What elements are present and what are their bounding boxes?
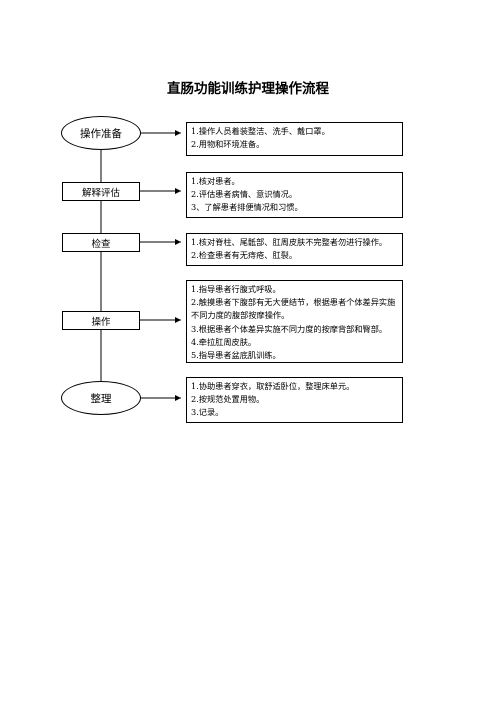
- step-5-node: 整理: [61, 381, 141, 415]
- step-3-node: 检查: [62, 233, 140, 252]
- step-2-detail-2: 2.评估患者病情、意识情况。: [191, 189, 298, 200]
- step-3-details: 1.核对脊柱、尾骶部、肛周皮肤不完整者勿进行操作。 2.检查患者有无痔疮、肛裂。: [186, 233, 403, 266]
- step-4-detail-4: 4.牵拉肛周皮肤。: [191, 336, 257, 347]
- step-5-detail-1: 1.协助患者穿衣，取舒适卧位，整理床单元。: [191, 381, 355, 391]
- step-2-details: 1.核对患者。 2.评估患者病情、意识情况。 3、了解患者排便情况和习惯。: [186, 172, 403, 218]
- step-3-detail-1: 1.核对脊柱、尾骶部、肛周皮肤不完整者勿进行操作。: [191, 237, 388, 247]
- step-4-detail-3: 3.根据患者个体差异实施不同力度的按摩背部和臀部。: [191, 323, 388, 334]
- step-2-label: 解释评估: [81, 187, 120, 199]
- step-4-detail-5: 5.指导患者盆底肌训练。: [191, 350, 281, 361]
- step-2-detail-1: 1.核对患者。: [191, 176, 240, 186]
- step-2-detail-3: 3、了解患者排便情况和习惯。: [191, 202, 303, 213]
- step-1-detail-1: 1.操作人员着装整洁、洗手、戴口罩。: [191, 126, 330, 136]
- arrow-head-3: [175, 239, 181, 245]
- step-4-detail-2: 2.触摸患者下腹部有无大便结节，根据患者个体差异实施不同力度的腹部按摩操作。: [191, 297, 396, 321]
- step-1-detail-2: 2.用物和环境准备。: [191, 139, 265, 150]
- step-5-detail-2: 2.按规范处置用物。: [191, 394, 265, 405]
- step-5-label: 整理: [90, 392, 112, 405]
- step-1-node: 操作准备: [61, 116, 141, 150]
- step-1-label: 操作准备: [80, 127, 122, 140]
- step-5-details: 1.协助患者穿衣，取舒适卧位，整理床单元。 2.按规范处置用物。 3.记录。: [186, 377, 403, 423]
- step-4-label: 操作: [91, 316, 111, 328]
- step-3-label: 检查: [91, 238, 111, 250]
- step-5-detail-3: 3.记录。: [191, 407, 224, 418]
- arrow-head-1: [175, 130, 181, 136]
- arrow-head-5: [175, 395, 181, 401]
- step-2-node: 解释评估: [62, 182, 140, 201]
- arrow-head-2: [175, 188, 181, 194]
- step-1-details: 1.操作人员着装整洁、洗手、戴口罩。 2.用物和环境准备。: [186, 122, 403, 156]
- arrow-head-4: [175, 317, 181, 323]
- step-4-node: 操作: [62, 311, 140, 330]
- page-title: 直肠功能训练护理操作流程: [167, 81, 329, 97]
- step-3-detail-2: 2.检查患者有无痔疮、肛裂。: [191, 250, 298, 261]
- step-4-details: 1.指导患者行腹式呼吸。 2.触摸患者下腹部有无大便结节，根据患者个体差异实施不…: [186, 280, 403, 363]
- step-4-detail-1: 1.指导患者行腹式呼吸。: [191, 284, 281, 294]
